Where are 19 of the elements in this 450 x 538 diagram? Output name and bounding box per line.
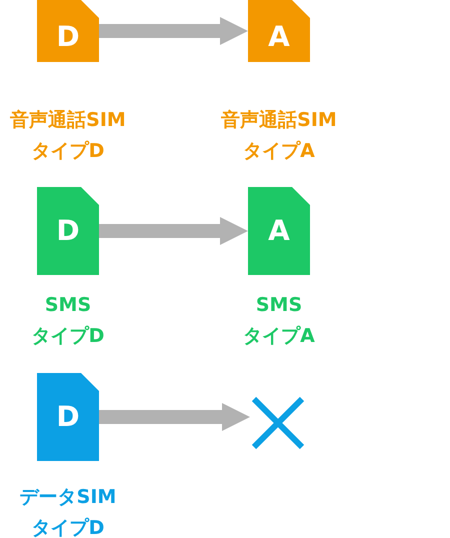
arrow <box>99 17 248 45</box>
sim-card: A <box>248 0 310 62</box>
sim-label: タイプA <box>243 324 315 349</box>
arrow <box>99 403 250 431</box>
sim-label: SMS <box>256 293 302 318</box>
cross-mark <box>250 395 306 451</box>
sim-card: A <box>248 187 310 275</box>
sim-label: タイプD <box>32 324 104 349</box>
sim-label: 音声通話SIM <box>221 108 337 133</box>
sim-card: D <box>37 187 99 275</box>
sim-label: タイプD <box>32 139 104 164</box>
sim-label: タイプD <box>32 516 104 538</box>
sim-label: 音声通話SIM <box>10 108 126 133</box>
sim-card: D <box>37 0 99 62</box>
arrow <box>99 217 248 245</box>
sim-label: データSIM <box>20 485 116 510</box>
sim-label: タイプA <box>243 139 315 164</box>
sim-label: SMS <box>44 293 92 318</box>
sim-card: D <box>37 373 99 461</box>
